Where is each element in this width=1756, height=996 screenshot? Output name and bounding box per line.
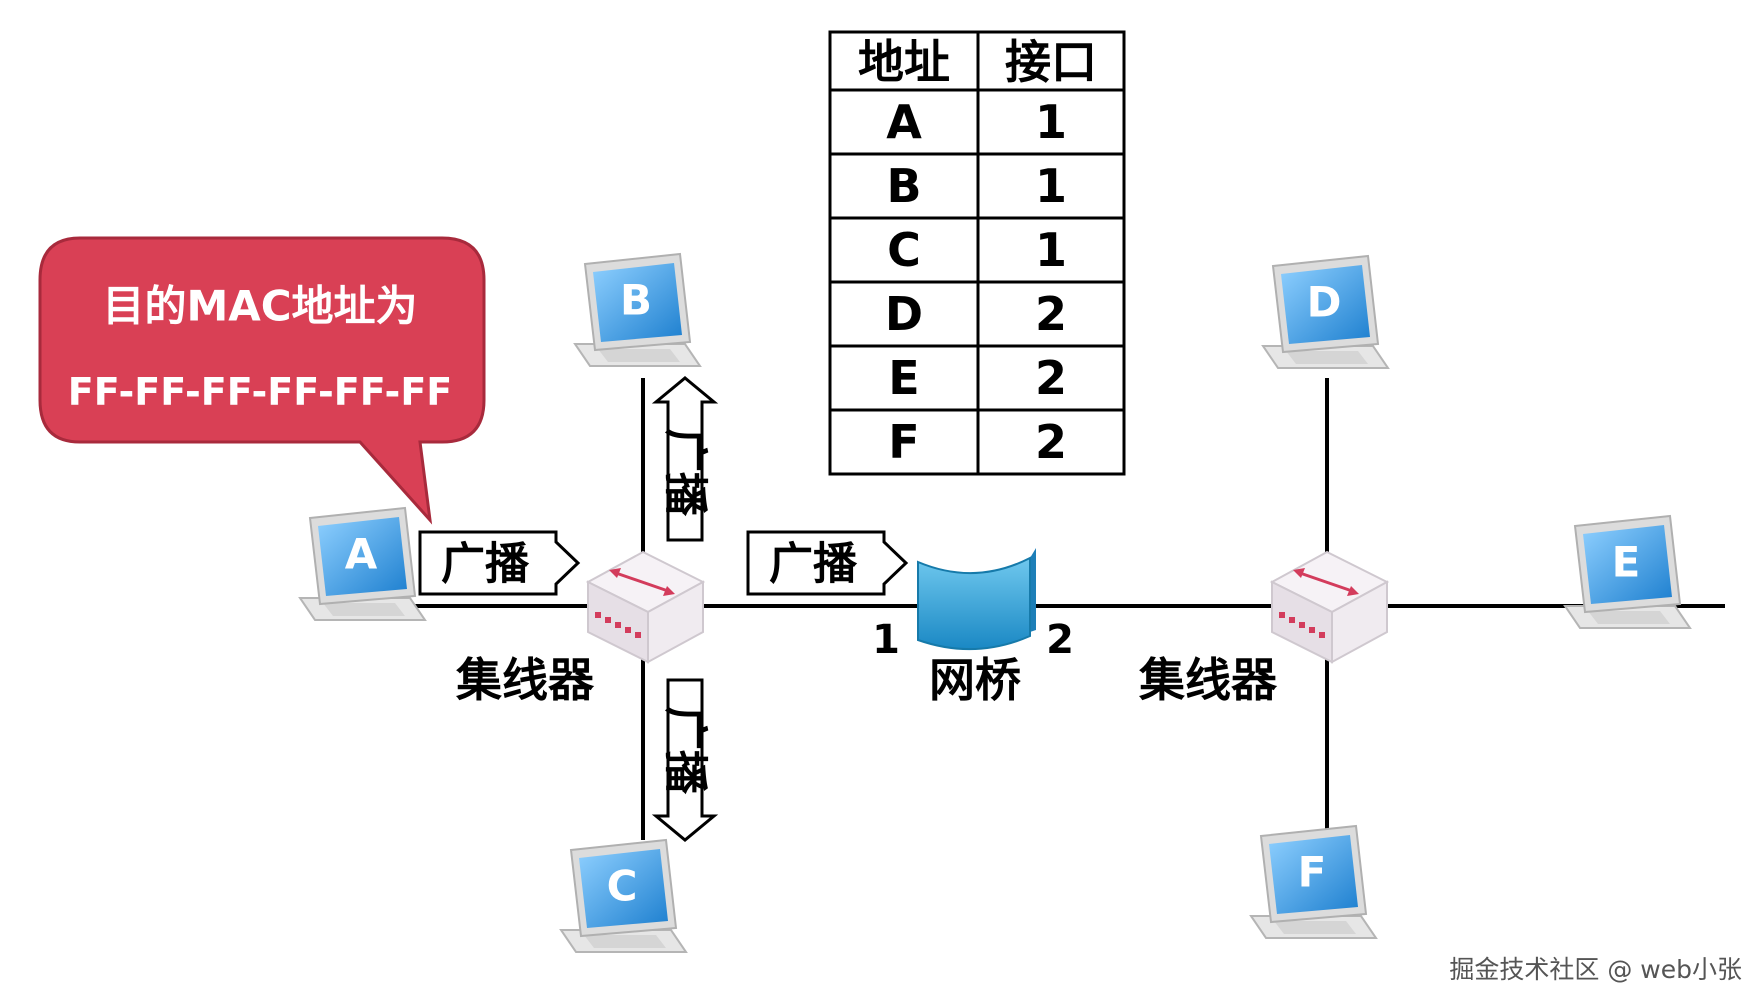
table-cell: C [887,223,921,277]
hub-left-label: 集线器 [455,653,595,707]
laptop-e: E [1564,515,1691,629]
bridge-port-2: 2 [1046,617,1074,663]
table-cell: A [886,95,922,149]
broadcast-label: 广播 [769,539,858,590]
table-cell: 2 [1035,287,1067,341]
table-header-interface: 接口 [1005,35,1097,89]
host-label-f: F [1298,848,1327,897]
table-cell: 1 [1035,159,1067,213]
table-cell: E [888,351,919,405]
bridge-port-1: 1 [872,617,900,663]
table-cell: 2 [1035,351,1067,405]
host-label-a: A [345,530,378,579]
table-cell: D [885,287,923,341]
hub-right-label: 集线器 [1138,653,1278,707]
hub-right [1270,550,1389,664]
laptop-f: F [1250,825,1377,939]
laptop-b: B [574,253,701,367]
laptop-c: C [560,839,687,953]
callout-line-1: 目的MAC地址为 [102,282,417,331]
broadcast-arrow-a: 广播 [418,530,581,596]
callout-shape [38,236,486,525]
broadcast-label: 广播 [441,539,530,590]
table-cell: B [886,159,921,213]
table-header-address: 地址 [858,35,950,89]
table-row-dividers [830,88,1124,412]
laptop-d: D [1262,255,1389,369]
host-label-d: D [1307,278,1342,327]
broadcast-arrow-down: 广播 [651,678,719,842]
table-cell: 2 [1035,415,1067,469]
hub-left [586,550,705,664]
watermark: 掘金技术社区 @ web小张 [1449,955,1742,984]
laptop-a: A [299,507,426,621]
bridge-label: 网桥 [929,653,1021,707]
table-cell: 1 [1035,95,1067,149]
callout-bubble: 目的MAC地址为 FF-FF-FF-FF-FF-FF [38,236,486,525]
bridge [917,548,1036,651]
host-label-e: E [1612,538,1641,587]
broadcast-label: 广播 [660,428,711,517]
host-label-b: B [620,276,652,325]
callout-line-2: FF-FF-FF-FF-FF-FF [68,370,453,414]
broadcast-arrow-up: 广播 [651,376,719,542]
broadcast-label: 广播 [660,706,711,795]
host-label-c: C [607,862,638,911]
broadcast-arrow-bridge: 广播 [746,530,909,596]
table-cell: F [888,415,919,469]
address-table: 地址 接口 A 1 B 1 C 1 D 2 E 2 F 2 [828,30,1126,476]
table-cell: 1 [1035,223,1067,277]
